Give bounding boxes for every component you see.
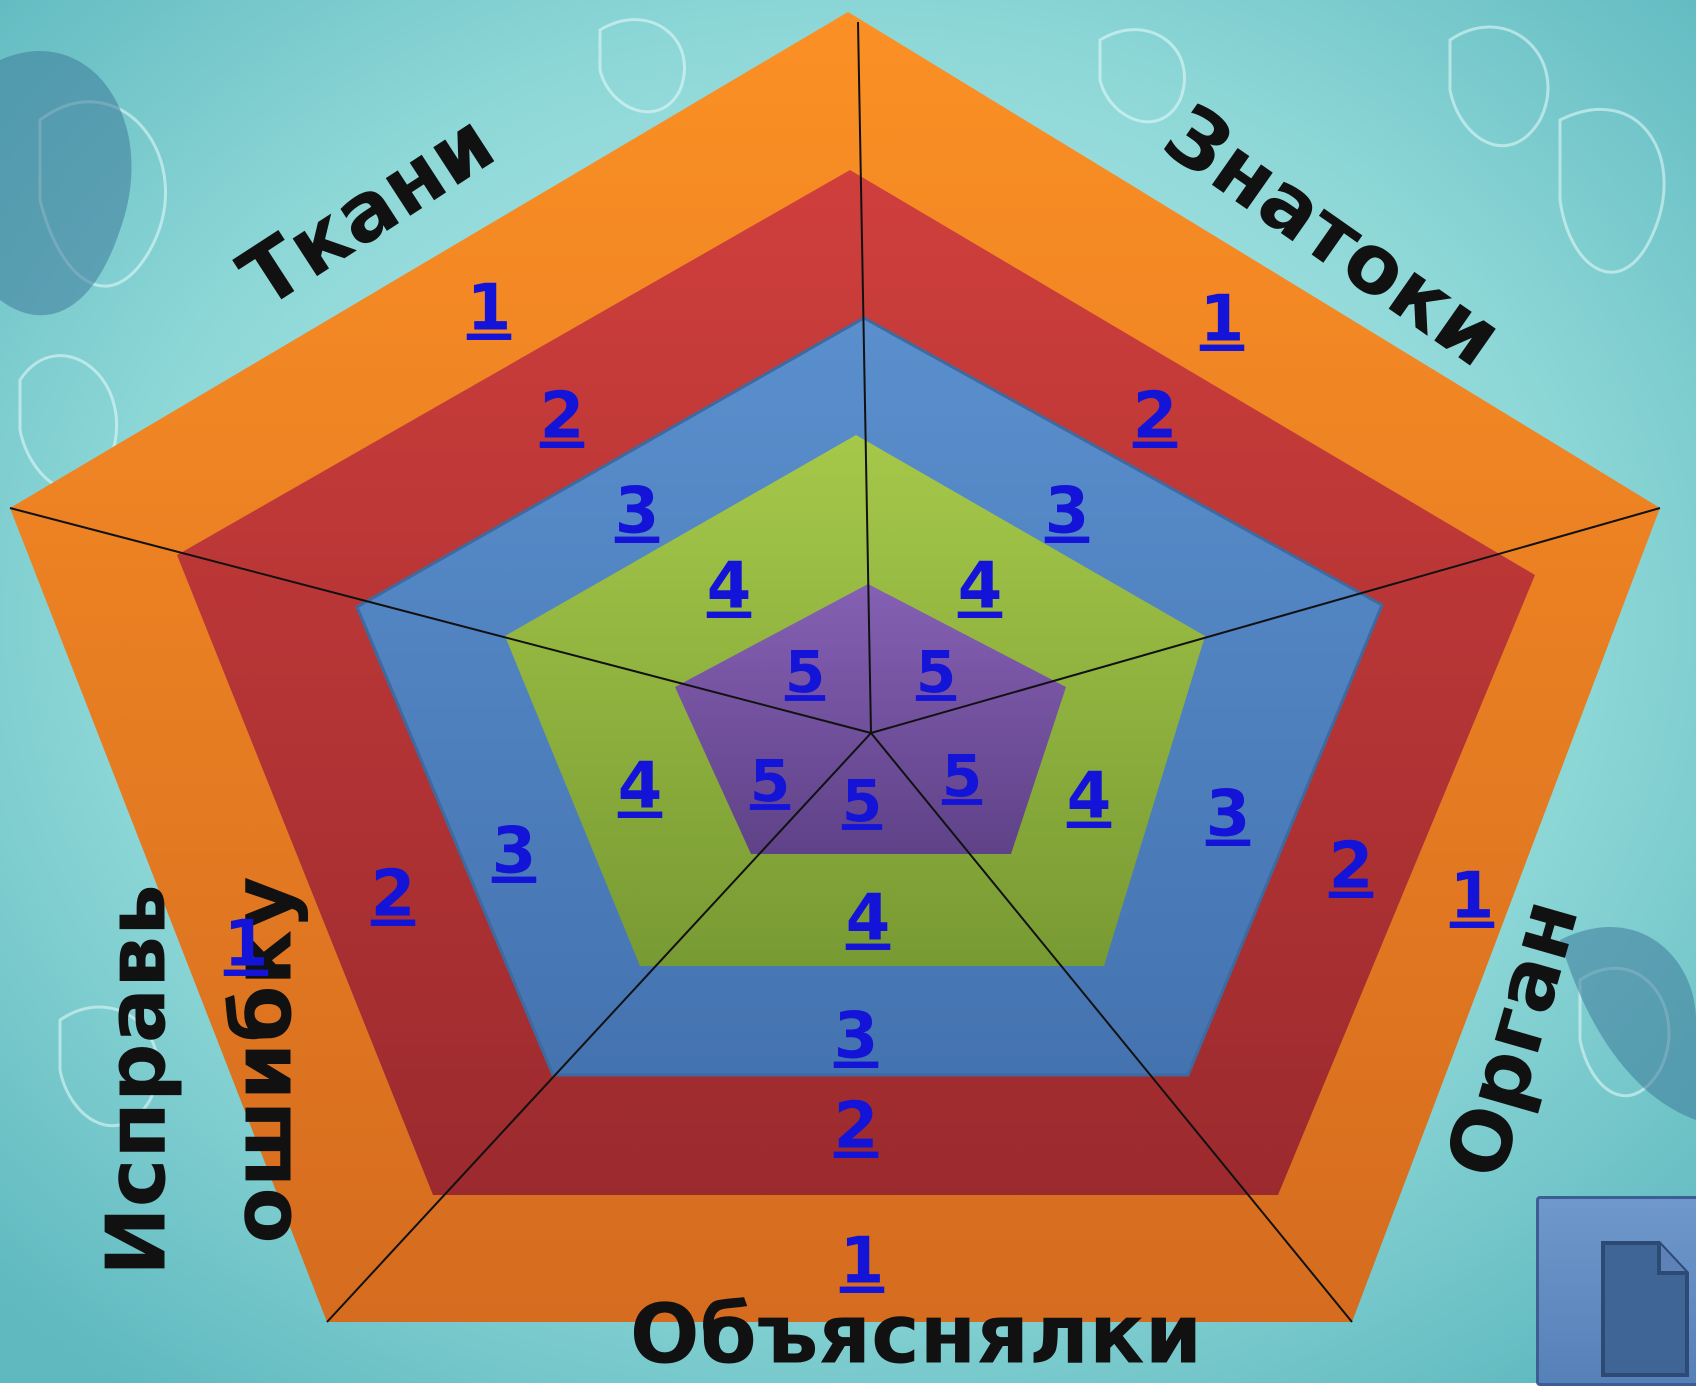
category-isprav-line1: Исправь — [89, 884, 184, 1276]
cell-obyasnyalki-2[interactable]: 2 — [834, 1090, 879, 1164]
cell-znatoki-4[interactable]: 4 — [958, 550, 1003, 624]
cell-tkani-4[interactable]: 4 — [707, 550, 752, 624]
cell-obyasnyalki-3[interactable]: 3 — [834, 1000, 879, 1074]
cell-organ-3[interactable]: 3 — [1206, 778, 1251, 852]
document-icon — [1601, 1241, 1689, 1377]
cell-obyasnyalki-5[interactable]: 5 — [842, 767, 882, 835]
document-button[interactable] — [1536, 1196, 1696, 1386]
cell-isprav-2[interactable]: 2 — [371, 858, 416, 932]
cell-isprav-1[interactable]: 1 — [224, 908, 269, 982]
cell-tkani-3[interactable]: 3 — [615, 475, 660, 549]
cell-znatoki-2[interactable]: 2 — [1133, 380, 1178, 454]
cell-znatoki-5[interactable]: 5 — [916, 638, 956, 706]
cell-obyasnyalki-4[interactable]: 4 — [846, 882, 891, 956]
cell-tkani-5[interactable]: 5 — [785, 638, 825, 706]
cell-isprav-3[interactable]: 3 — [492, 815, 537, 889]
cell-organ-4[interactable]: 4 — [1067, 760, 1112, 834]
cell-organ-1[interactable]: 1 — [1450, 860, 1495, 934]
cell-znatoki-3[interactable]: 3 — [1045, 475, 1090, 549]
category-obyasnyalki: Объяснялки — [630, 1287, 1202, 1382]
cell-isprav-5[interactable]: 5 — [750, 747, 790, 815]
cell-znatoki-1[interactable]: 1 — [1200, 283, 1245, 357]
spokes — [9, 21, 1661, 1323]
cell-isprav-4[interactable]: 4 — [618, 750, 663, 824]
butterfly-silhouette — [0, 51, 1696, 1120]
cell-tkani-1[interactable]: 1 — [467, 272, 512, 346]
cell-tkani-2[interactable]: 2 — [540, 380, 585, 454]
category-isprav-line2: ошибку — [215, 876, 310, 1243]
cell-organ-5[interactable]: 5 — [942, 742, 982, 810]
cell-organ-2[interactable]: 2 — [1329, 830, 1374, 904]
cell-obyasnyalki-1[interactable]: 1 — [840, 1225, 885, 1299]
